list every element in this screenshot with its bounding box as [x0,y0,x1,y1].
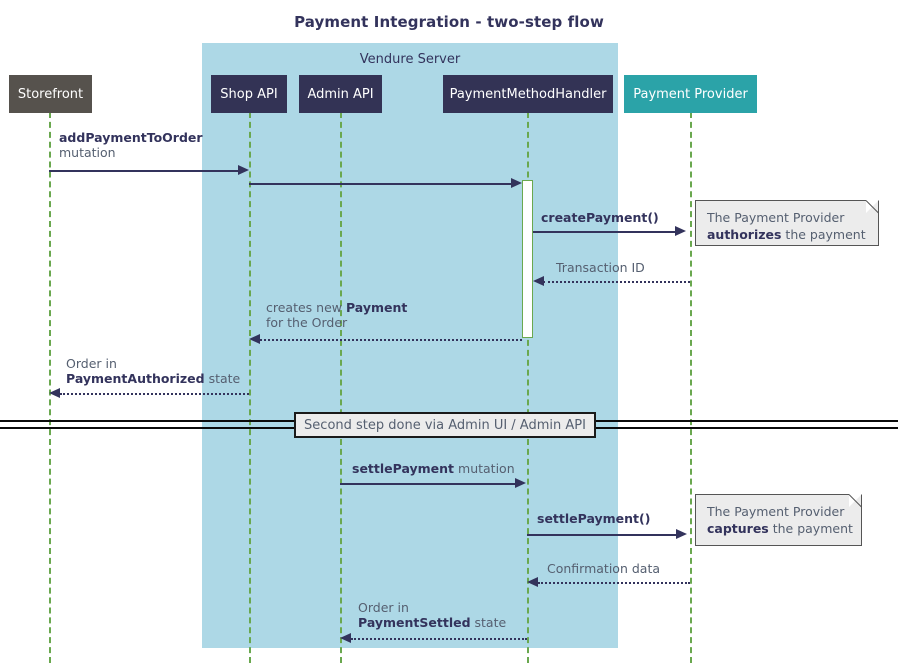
message-label-transaction-id: Transaction ID [556,260,645,275]
lifeline-admin-api [340,112,342,663]
message-arrow-creates-new-payment [260,339,522,341]
message-arrow-order-payment-authorized [60,393,249,395]
note-line-2-bold: authorizes [707,227,782,242]
note-line-2: captures the payment [707,520,853,537]
participant-label-payment-provider: Payment Provider [633,86,748,102]
arrowhead-order-payment-authorized [49,388,60,398]
message-label-line1-plain: Order in [358,600,409,615]
arrowhead-shop-api-to-handler [511,178,522,188]
message-arrow-settle-payment-call [527,534,677,536]
message-label-settle-payment-mutation: settlePayment mutation [352,461,515,476]
participant-payment-method-handler[interactable]: PaymentMethodHandler [443,75,613,113]
arrowhead-settle-payment-mutation [515,478,526,488]
message-label-line2-bold: PaymentSettled [358,615,471,630]
participant-label-storefront: Storefront [17,86,84,102]
arrowhead-creates-new-payment [249,334,260,344]
message-label-line1-plain: Order in [66,356,117,371]
note-line-2-bold: captures [707,521,769,536]
participant-label-shop-api: Shop API [220,86,278,102]
divider-label-second-step: Second step done via Admin UI / Admin AP… [294,412,596,438]
group-vendure-server [202,43,618,648]
note-captures: The Payment Provider captures the paymen… [695,494,862,546]
message-label-bold: createPayment() [541,210,659,225]
arrowhead-settle-payment-call [676,529,687,539]
note-authorizes: The Payment Provider authorizes the paym… [695,200,879,246]
message-arrow-create-payment [533,231,676,233]
message-label-bold: settlePayment() [537,511,651,526]
message-label-line2-plain: state [204,371,241,386]
message-label-bold: settlePayment [352,461,455,476]
arrowhead-add-payment-to-order [238,165,249,175]
lifeline-storefront [49,112,51,663]
participant-label-payment-method-handler: PaymentMethodHandler [449,86,607,102]
message-label-confirmation-data: Confirmation data [547,561,660,576]
message-arrow-shop-api-to-handler [249,183,513,185]
message-label-add-payment-to-order: addPaymentToOrder mutation [59,130,203,160]
message-arrow-order-payment-settled [351,638,527,640]
divider-label-text: Second step done via Admin UI / Admin AP… [304,417,586,433]
message-label-creates-new-payment: creates new Payment for the Order [266,300,407,330]
participant-payment-provider[interactable]: Payment Provider [624,75,757,113]
note-fold-icon [849,494,862,507]
message-label-line2-bold: PaymentAuthorized [66,371,205,386]
note-line-1: The Payment Provider [707,504,845,519]
lifeline-payment-provider [690,112,692,663]
group-label-vendure-server: Vendure Server [359,52,461,67]
message-label-line2-plain: for the Order [266,315,348,330]
message-arrow-confirmation-data [538,582,690,584]
note-line-2-plain: the payment [781,227,866,242]
arrowhead-order-payment-settled [340,633,351,643]
message-label-line1-bold: Payment [345,300,408,315]
message-label-plain: mutation [454,461,515,476]
message-label-settle-payment-call: settlePayment() [537,511,650,526]
message-label-plain: Transaction ID [556,260,645,275]
note-line-2: authorizes the payment [707,226,868,243]
note-line-1: The Payment Provider [707,210,845,225]
participant-admin-api[interactable]: Admin API [299,75,382,113]
message-label-order-payment-settled: Order in PaymentSettled state [358,600,506,630]
note-line-2-plain: the payment [768,521,853,536]
participant-storefront[interactable]: Storefront [9,75,92,113]
message-label-plain: Confirmation data [547,561,661,576]
arrowhead-create-payment [675,226,686,236]
message-arrow-transaction-id [543,281,690,283]
arrowhead-confirmation-data [527,577,538,587]
message-arrow-settle-payment-mutation [340,483,516,485]
participant-shop-api[interactable]: Shop API [211,75,287,113]
lifeline-shop-api [249,112,251,663]
activation-bar-payment-method-handler [522,180,533,338]
message-arrow-add-payment-to-order [49,170,241,172]
message-label-create-payment: createPayment() [541,210,659,225]
participant-label-admin-api: Admin API [307,86,374,102]
message-label-order-payment-authorized: Order in PaymentAuthorized state [66,356,240,386]
message-label-plain: mutation [59,145,116,160]
note-fold-icon [866,200,879,213]
lifeline-payment-method-handler [527,112,529,663]
message-label-bold: addPaymentToOrder [59,130,203,145]
message-label-line1-plain: creates new [266,300,346,315]
message-label-line2-plain: state [470,615,507,630]
page-title: Payment Integration - two-step flow [294,13,604,31]
arrowhead-transaction-id [533,276,544,286]
